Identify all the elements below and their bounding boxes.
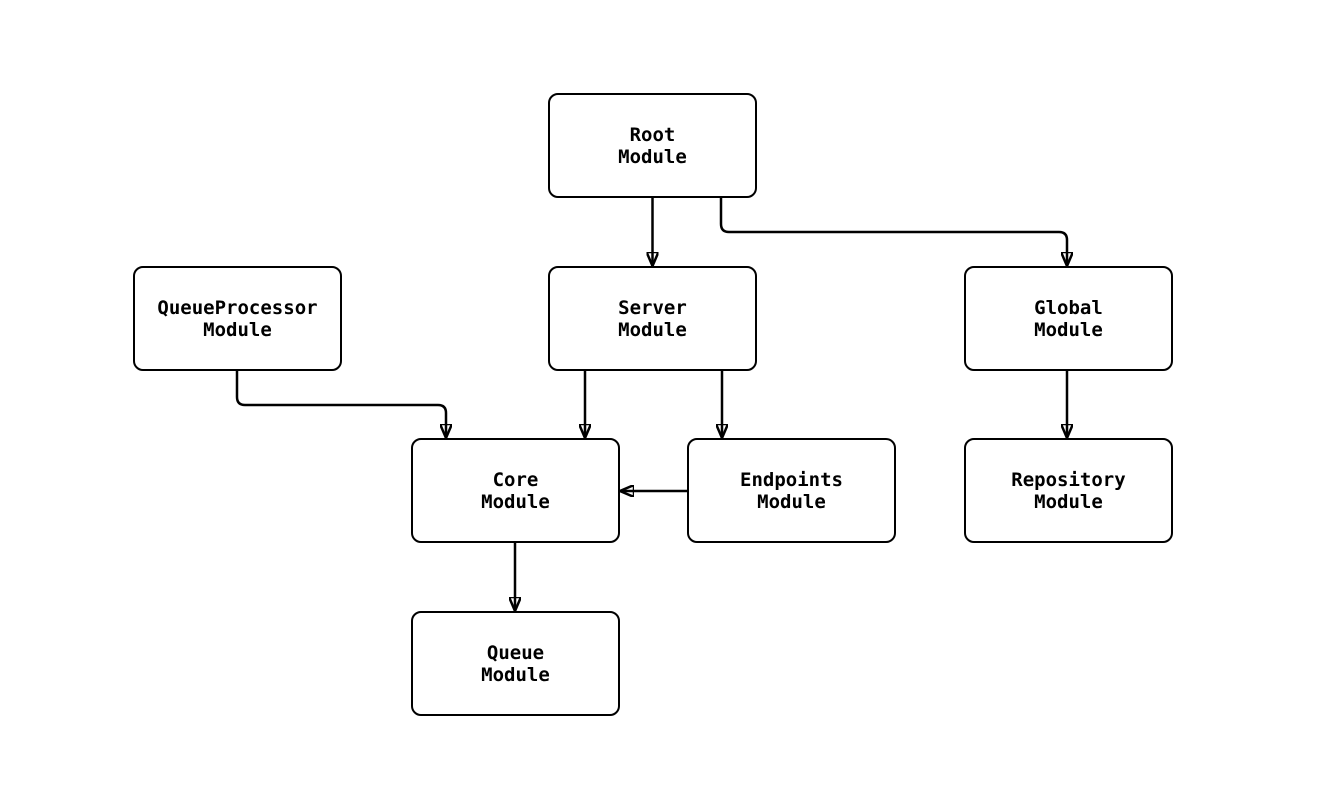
node-root-module-label: Root Module [618,123,687,168]
node-endpoints-module: Endpoints Module [687,438,896,543]
node-server-module-label: Server Module [618,296,687,341]
node-queueprocessor-module: QueueProcessor Module [133,266,342,371]
edge-root-to-global [719,198,1067,266]
node-repository-module: Repository Module [964,438,1173,543]
node-repository-module-label: Repository Module [1011,468,1126,513]
node-root-module: Root Module [548,93,757,198]
node-queueprocessor-module-label: QueueProcessor Module [157,296,318,341]
node-server-module: Server Module [548,266,757,371]
node-endpoints-module-label: Endpoints Module [740,468,843,513]
node-global-module-label: Global Module [1034,296,1103,341]
edge-queueprocessor-to-core [235,371,446,438]
node-global-module: Global Module [964,266,1173,371]
node-queue-module: Queue Module [411,611,620,716]
node-core-module: Core Module [411,438,620,543]
node-queue-module-label: Queue Module [481,641,550,686]
node-core-module-label: Core Module [481,468,550,513]
